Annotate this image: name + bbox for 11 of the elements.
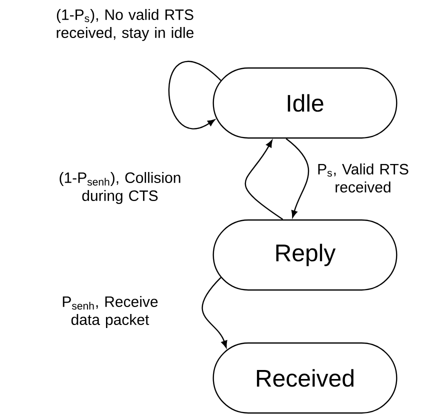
- arrow: [202, 277, 228, 348]
- arrow: [244, 140, 284, 220]
- edge-label: (1-P$_{s}$), No valid RTS received, stay in idle: [56, 9, 194, 41]
- state-box: Idle: [212, 67, 398, 139]
- edge-label: P$_{s}$, Valid RTS received: [318, 163, 408, 192]
- edge-label: (1-P$_{senh}$), Collision during CTS: [60, 172, 180, 204]
- edge-label: P$_{senh}$, Receive data packet: [62, 296, 158, 328]
- state-box: Received: [212, 342, 398, 414]
- arrow: [168, 61, 222, 130]
- arrow: [286, 138, 310, 218]
- state-box: Reply: [212, 219, 398, 291]
